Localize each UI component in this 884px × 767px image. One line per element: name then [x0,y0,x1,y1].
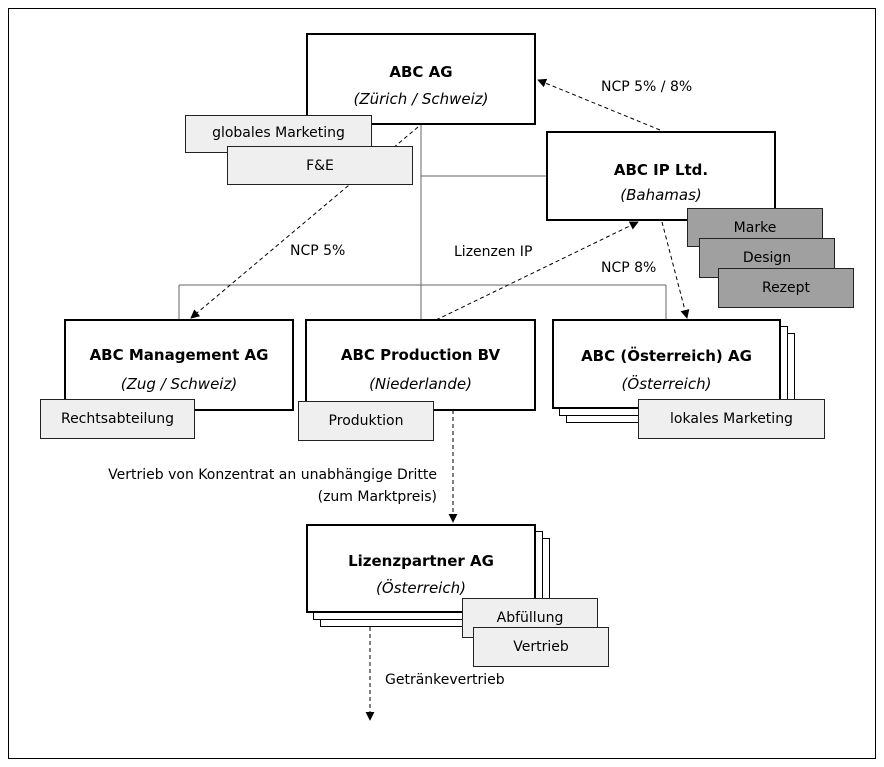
edge-label-vertrieb-1: Vertrieb von Konzentrat an unabhängige D… [108,467,437,483]
node-abc-oesterreich: ABC (Österreich) AG (Österreich) [552,319,781,409]
ncp-ip-to-ag-arrow [537,78,661,131]
lizenzen-ip-arrow [435,221,639,321]
node-subtitle: (Zug / Schweiz) [120,375,238,393]
edge-label-ncp-ip-ag: NCP 5% / 8% [601,79,693,95]
node-title: ABC Management AG [89,346,269,364]
tag-rezept: Rezept [718,268,854,308]
node-subtitle: (Niederlande) [369,375,472,393]
edge-label-lizenzen-ip: Lizenzen IP [454,244,533,260]
node-lizenzpartner: Lizenzpartner AG (Österreich) [306,524,536,613]
diagram-frame [8,8,876,759]
node-title: ABC IP Ltd. [613,161,709,179]
tag-lokales-marketing: lokales Marketing [638,399,825,439]
edge-label-vertrieb-2: (zum Marktpreis) [317,489,437,505]
edge-label-getraenkevertrieb: Getränkevertrieb [385,672,505,688]
edge-label-ncp-at: NCP 8% [601,260,657,276]
node-title: ABC (Österreich) AG [581,347,752,365]
node-title: ABC AG [389,63,453,81]
node-subtitle: (Österreich) [376,579,466,597]
node-abc-management: ABC Management AG (Zug / Schweiz) [64,319,294,411]
node-subtitle: (Österreich) [621,375,712,393]
tag-fe: F&E [227,146,413,185]
ncp-ip-to-at-arrow [661,221,690,319]
node-abc-ag: ABC AG (Zürich / Schweiz) [306,33,536,125]
node-subtitle: (Bahamas) [620,186,702,204]
edge-label-ncp-mgmt: NCP 5% [290,243,346,259]
node-abc-production: ABC Production BV (Niederlande) [305,319,536,411]
tag-rechtsabteilung: Rechtsabteilung [40,399,195,439]
node-subtitle: (Zürich / Schweiz) [353,90,489,108]
tag-produktion: Produktion [298,401,434,441]
node-title: Lizenzpartner AG [348,552,494,570]
node-abc-ip: ABC IP Ltd. (Bahamas) [546,131,776,221]
tag-vertrieb: Vertrieb [473,627,609,667]
node-title: ABC Production BV [340,346,501,364]
